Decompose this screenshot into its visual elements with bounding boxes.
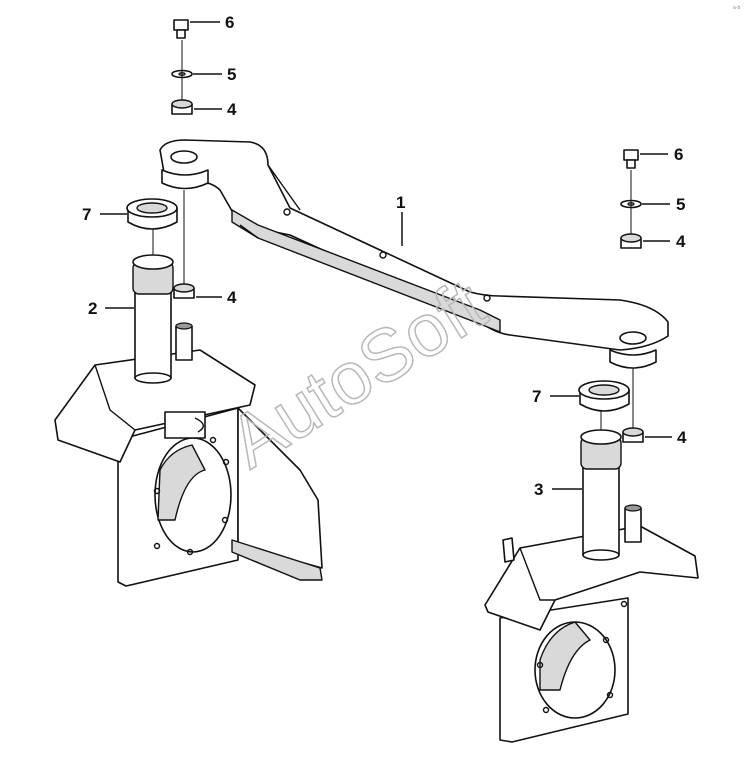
callout-4-left-upper: 4 [227, 100, 237, 119]
callout-5-left: 5 [227, 65, 236, 84]
left-bushing [126, 198, 178, 230]
tie-bar [159, 139, 669, 369]
callouts: 6 5 4 4 7 2 1 6 5 4 4 7 3 [82, 13, 687, 499]
callout-7-right: 7 [532, 387, 541, 406]
callout-7-left: 7 [82, 205, 91, 224]
callout-6-left: 6 [225, 13, 234, 32]
callout-5-right: 5 [676, 195, 685, 214]
callout-4-right-lower: 4 [677, 428, 687, 447]
left-upper-fasteners [171, 19, 193, 115]
left-bracket [54, 349, 323, 587]
right-bracket [484, 525, 699, 743]
callout-4-right-upper: 4 [676, 232, 686, 251]
callout-1: 1 [396, 193, 405, 212]
right-bushing [578, 380, 630, 412]
callout-6-right: 6 [674, 145, 683, 164]
left-kingpin-shaft [132, 228, 174, 384]
callout-3: 3 [534, 480, 543, 499]
callout-4-left-lower: 4 [227, 288, 237, 307]
corner-mark: a·b [733, 5, 740, 11]
right-pin-post [622, 368, 644, 543]
callout-2: 2 [88, 299, 97, 318]
right-kingpin-shaft [580, 405, 622, 561]
left-pin-post [173, 190, 195, 361]
watermark: AutoSoft [214, 263, 499, 484]
right-upper-fasteners [620, 149, 642, 249]
